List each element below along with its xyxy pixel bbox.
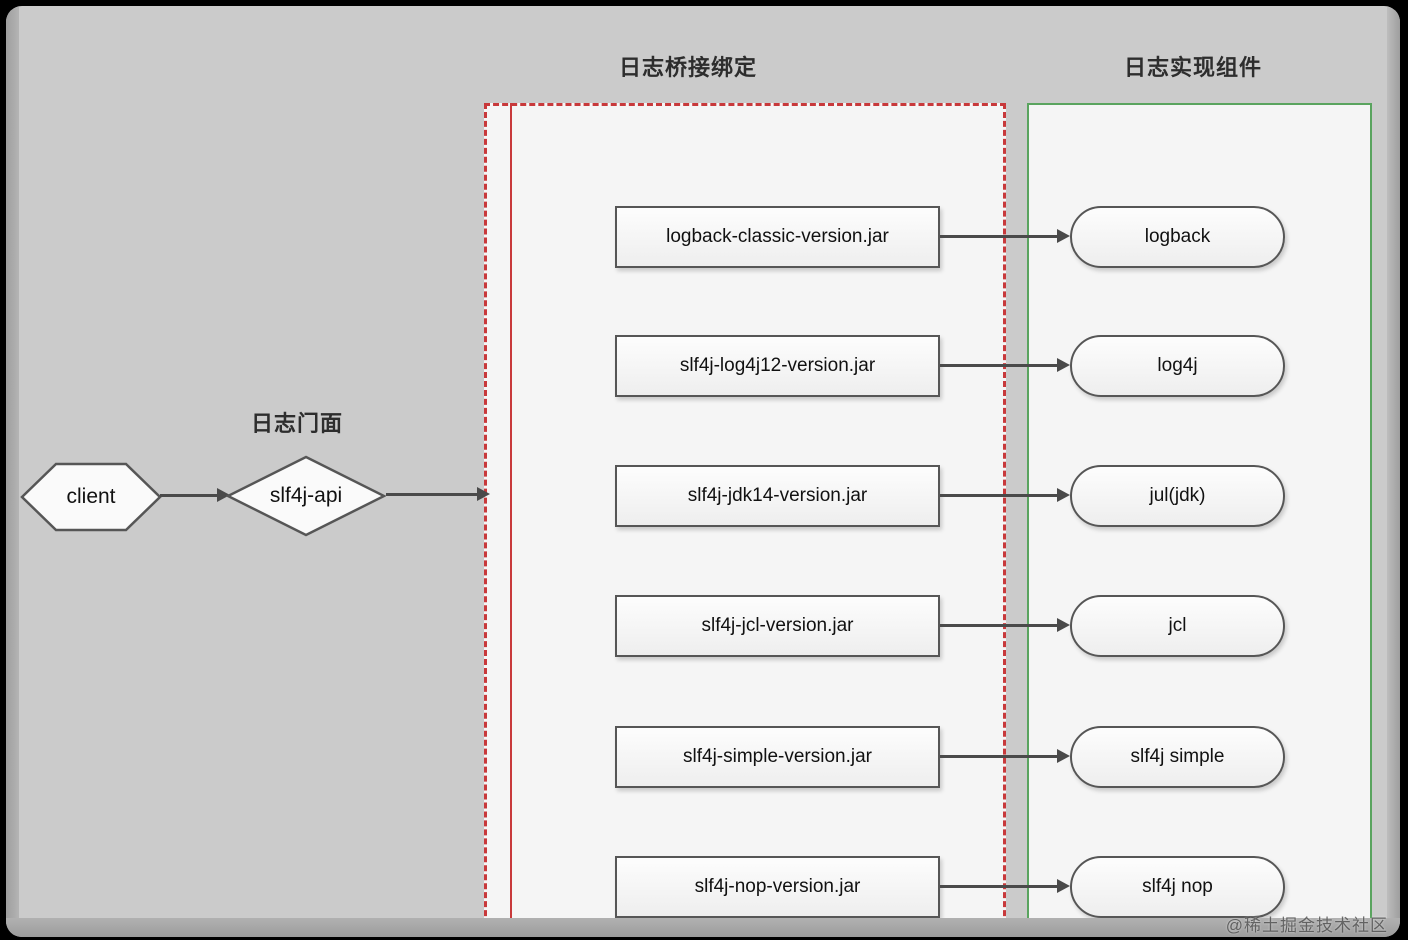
- panel-bevel-right: [1387, 6, 1400, 937]
- binding-row: slf4j-jdk14-version.jar jul(jdk): [615, 465, 1285, 527]
- api-diamond: slf4j-api: [226, 455, 386, 537]
- facade-title: 日志门面: [250, 411, 343, 436]
- impl-pill: log4j: [1070, 335, 1285, 397]
- api-label: slf4j-api: [269, 484, 343, 507]
- arrow-jar-to-impl: [940, 229, 1070, 243]
- jar-box: slf4j-jdk14-version.jar: [615, 465, 940, 527]
- client-label: client: [66, 485, 116, 508]
- arrow-api-to-bridge-zone: [386, 487, 490, 501]
- binding-row: slf4j-log4j12-version.jar log4j: [615, 335, 1285, 397]
- jar-box: logback-classic-version.jar: [615, 206, 940, 268]
- panel-bevel-bottom: [6, 918, 1400, 937]
- arrow-jar-to-impl: [940, 749, 1070, 763]
- diagram-panel: 日志桥接绑定 日志实现组件 日志门面 client slf4j-api logb…: [6, 6, 1400, 937]
- bridge-zone-accent-line: [510, 103, 512, 937]
- impl-pill: slf4j nop: [1070, 856, 1285, 918]
- bridge-zone-title: 日志桥接绑定: [618, 55, 757, 80]
- impl-pill: jul(jdk): [1070, 465, 1285, 527]
- impl-pill: slf4j simple: [1070, 726, 1285, 788]
- impl-pill: jcl: [1070, 595, 1285, 657]
- panel-bevel-left: [6, 6, 19, 937]
- arrow-client-to-api: [160, 488, 230, 502]
- jar-box: slf4j-log4j12-version.jar: [615, 335, 940, 397]
- binding-row: logback-classic-version.jar logback: [615, 206, 1285, 268]
- impl-zone-title: 日志实现组件: [1123, 55, 1262, 80]
- client-hexagon: client: [20, 462, 162, 532]
- jar-box: slf4j-simple-version.jar: [615, 726, 940, 788]
- binding-row: slf4j-simple-version.jar slf4j simple: [615, 726, 1285, 788]
- diamond-shape: [226, 455, 386, 537]
- hexagon-shape: [20, 462, 162, 532]
- jar-box: slf4j-jcl-version.jar: [615, 595, 940, 657]
- arrow-jar-to-impl: [940, 618, 1070, 632]
- watermark: @稀土掘金技术社区: [1225, 916, 1388, 935]
- arrow-jar-to-impl: [940, 358, 1070, 372]
- arrow-jar-to-impl: [940, 488, 1070, 502]
- binding-row: slf4j-nop-version.jar slf4j nop: [615, 856, 1285, 918]
- arrow-jar-to-impl: [940, 879, 1070, 893]
- impl-pill: logback: [1070, 206, 1285, 268]
- binding-row: slf4j-jcl-version.jar jcl: [615, 595, 1285, 657]
- jar-box: slf4j-nop-version.jar: [615, 856, 940, 918]
